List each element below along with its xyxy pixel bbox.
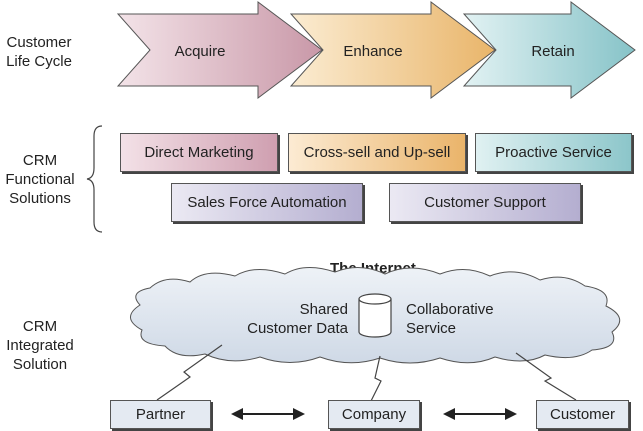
partner-box: Partner <box>110 400 211 429</box>
lifecycle-arrows: Acquire Enhance Retain <box>116 1 636 99</box>
proactive-service-box: Proactive Service <box>475 133 632 172</box>
database-icon <box>358 293 392 338</box>
customer-box: Customer <box>536 400 629 429</box>
cross-sell-box: Cross-sell and Up-sell <box>288 133 466 172</box>
acquire-label: Acquire <box>175 43 226 60</box>
retain-arrow <box>462 1 636 99</box>
retain-label: Retain <box>531 43 574 60</box>
collaborative-service-label: Collaborative Service <box>406 301 494 337</box>
sales-force-automation-box: Sales Force Automation <box>171 183 363 222</box>
acquire-arrow <box>116 1 323 99</box>
company-box: Company <box>328 400 420 429</box>
functional-row-label: CRM Functional Solutions <box>5 152 75 207</box>
enhance-label: Enhance <box>343 43 402 60</box>
shared-data-label: Shared Customer Data <box>247 301 348 337</box>
lifecycle-row-label: Customer Life Cycle <box>6 34 72 70</box>
partner-company-arrow <box>231 408 305 420</box>
enhance-arrow <box>289 1 496 99</box>
customer-support-box: Customer Support <box>389 183 581 222</box>
integrated-row-label: CRM Integrated Solution <box>6 318 74 373</box>
partner-connector <box>156 344 223 401</box>
customer-connector <box>515 352 577 401</box>
curly-brace <box>86 125 103 233</box>
company-customer-arrow <box>443 408 517 420</box>
company-connector <box>370 355 382 402</box>
direct-marketing-box: Direct Marketing <box>120 133 278 172</box>
